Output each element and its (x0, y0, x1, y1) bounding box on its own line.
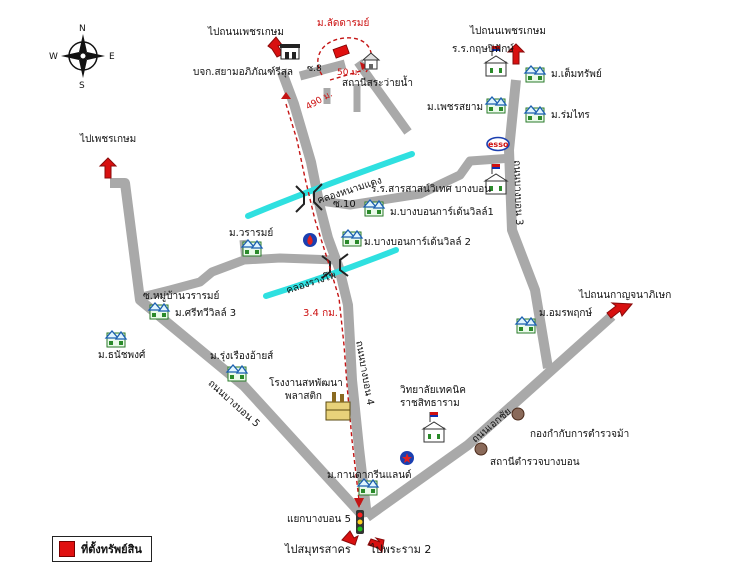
warehouse-icon (280, 44, 300, 60)
direction-label: ไปพระราม 2 (370, 543, 432, 556)
bridge-1 (295, 185, 305, 213)
place-label: ม.บางบอนการ์เด้นวิลล์ 2 (364, 237, 472, 248)
road-label: ถนนบางบอน 3 (511, 160, 525, 226)
place-label: ม.อมรพฤกษ์ (539, 308, 593, 319)
property-label: ม.ลัดดารมย์ (317, 18, 370, 29)
canals (245, 151, 415, 299)
place-label: ม.ร่มไทร (551, 110, 590, 121)
place-label: ม.วรารมย์ (229, 228, 274, 239)
place-label: ราชสิทธาราม (400, 398, 460, 409)
village-icon (485, 96, 507, 114)
direction-label: ไปสมุทรสาคร (285, 543, 351, 556)
police-station-icon (474, 442, 488, 456)
place-label: ม.เพชรสยาม (427, 102, 484, 113)
arrow-samut-sakhon (341, 530, 359, 546)
place-label: พลาสติก (285, 391, 322, 402)
route-start-arrow (360, 62, 368, 70)
arrow-phetkasem-right (506, 43, 526, 65)
place-label: บจก.สยามอภิภัณฑ์รีสุล (193, 67, 293, 78)
compass-north: N (79, 24, 86, 34)
place-label: สถานีตำรวจบางบอน (490, 457, 580, 468)
village-icon (241, 239, 263, 257)
direction-arrows (98, 36, 634, 554)
legend-text: ที่ตั้งทรัพย์สิน (81, 543, 142, 556)
esso-icon (486, 136, 510, 152)
legend: ที่ตั้งทรัพย์สิน (52, 536, 152, 562)
house-icon (362, 52, 380, 70)
arrow-rama2 (367, 537, 385, 554)
place-label: ร.ร.กฤษปิฟักษ์ (452, 44, 514, 55)
bangbon-3-road (504, 79, 553, 369)
place-label: วิทยาลัยเทคนิค (400, 385, 466, 396)
place-label: ม.กานดากรีนแลนด์ (327, 470, 412, 481)
village-icon (515, 316, 537, 334)
place-label: กองกำกับการตำรวจม้า (530, 429, 630, 440)
place-label: ม.ธนัชพงศ์ (98, 350, 146, 361)
soi8-road (298, 59, 347, 81)
place-label: โรงงานสหพัฒนา (269, 378, 343, 389)
bridge-1b (313, 183, 323, 211)
direction-label: ไปถนนเพชรเกษม (470, 26, 546, 37)
village-icon (524, 65, 546, 83)
distance-label: 50 ม. (337, 68, 361, 78)
village-icon (148, 302, 170, 320)
direction-label: ไปถนนกาญจนาภิเษก (579, 290, 672, 301)
compass-east: E (109, 52, 115, 62)
direction-label: ไปเพชรเกษม (80, 134, 137, 145)
place-label: ม.บางบอนการ์เด้นวิลล์1 (390, 207, 494, 218)
police-battalion-icon (511, 407, 525, 421)
arrow-kanchanaphisek (606, 302, 634, 319)
village-icon (524, 105, 546, 123)
junction-label: แยกบางบอน 5 (287, 514, 351, 525)
ekachai-road (364, 312, 616, 522)
place-label: สถานีสระว่ายน้ำ (342, 78, 413, 89)
route-arrow-head (354, 498, 364, 508)
road-network (110, 59, 616, 522)
gas-station-icon (303, 233, 317, 247)
factory-icon (325, 392, 351, 421)
village-icon (105, 330, 127, 348)
route-arrow-490 (281, 92, 291, 99)
distance-label: 3.4 กม. (303, 308, 338, 319)
place-label: ม.เต็มทรัพย์ (551, 69, 602, 80)
village-icon (341, 229, 363, 247)
place-label: ม.รุ่งเรืองอ้ายส์ (210, 351, 274, 362)
direction-label: ไปถนนเพชรเกษม (208, 27, 284, 38)
village-icon (226, 364, 248, 382)
esso-label: esso (488, 140, 509, 149)
property-marker[interactable] (332, 44, 350, 59)
arrow-phetkasem-west (98, 157, 118, 179)
road-label: ซ.10 (333, 199, 356, 210)
property-swatch (59, 541, 75, 557)
compass-south: S (79, 81, 85, 91)
village-icon (363, 199, 385, 217)
nongyai-canal (245, 151, 415, 219)
place-label: ร.ร.สารสาสน์วิเทศ บางบอน (371, 184, 492, 195)
road-label: ซ.8 (307, 64, 322, 74)
place-label: ม.ศรีทวีวิลล์ 3 (175, 308, 237, 319)
compass-rose (61, 34, 105, 78)
bridge-2b (339, 253, 349, 277)
map-symbols (105, 44, 546, 534)
soi10-road (312, 153, 513, 210)
village-soi (136, 253, 337, 303)
soi8-branch (354, 59, 412, 135)
rangpo-canal (263, 247, 399, 299)
compass-west: W (49, 52, 58, 62)
road-label: ซ.หมู่บ้านวรารมย์ (143, 291, 220, 302)
traffic-light-icon (356, 510, 364, 534)
police-icon (400, 451, 414, 465)
school-icon (422, 411, 446, 443)
